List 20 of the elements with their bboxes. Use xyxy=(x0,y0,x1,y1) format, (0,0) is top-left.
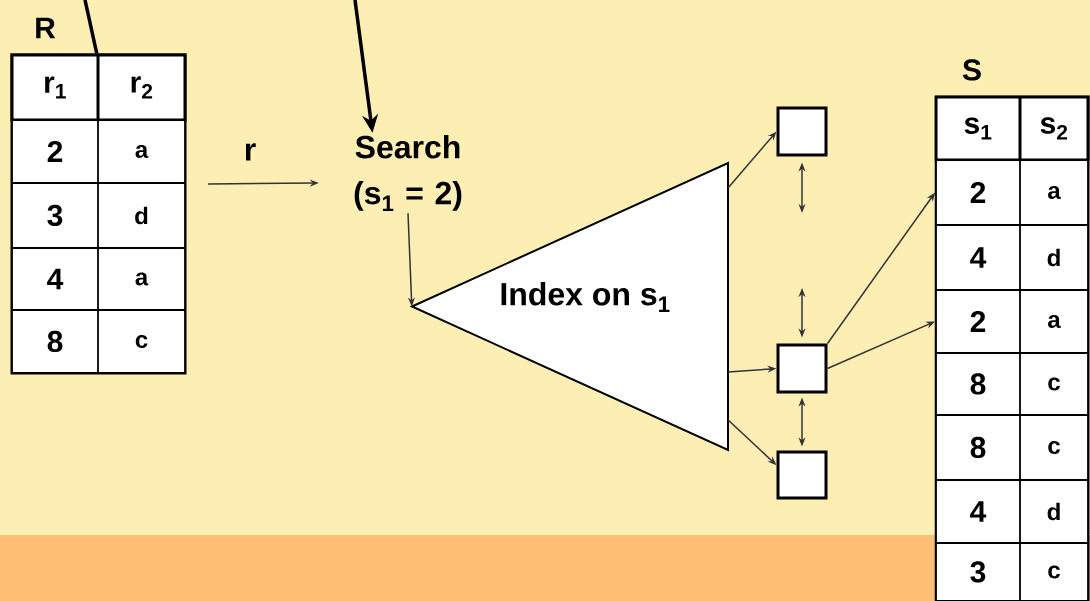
table-header-row: s$_{1}$ s$_{2}$ xyxy=(934,95,1090,162)
table-row: 8 c xyxy=(935,414,1089,481)
table-row: 2 a xyxy=(11,119,186,184)
table-row: 8 c xyxy=(11,309,186,374)
search-text: Search (s$_{1}$ = 2) xyxy=(354,135,462,211)
box xyxy=(776,106,828,157)
table-header-row: r$_{1}$ r$_{2}$ xyxy=(10,53,187,122)
table-row: 3 d xyxy=(11,182,186,249)
node-label: S xyxy=(962,59,981,81)
table-row: 4 d xyxy=(935,479,1089,544)
table-row: 8 c xyxy=(935,352,1089,416)
node-label: R xyxy=(36,17,56,39)
table-row: 2 a xyxy=(935,159,1089,226)
table-row: 3 c xyxy=(935,542,1089,601)
table-row: 2 a xyxy=(935,289,1089,354)
table-row: 4 a xyxy=(11,247,186,311)
box xyxy=(776,450,828,500)
table-row: 4 d xyxy=(935,224,1089,291)
box xyxy=(776,343,828,394)
connector-line xyxy=(83,0,99,54)
